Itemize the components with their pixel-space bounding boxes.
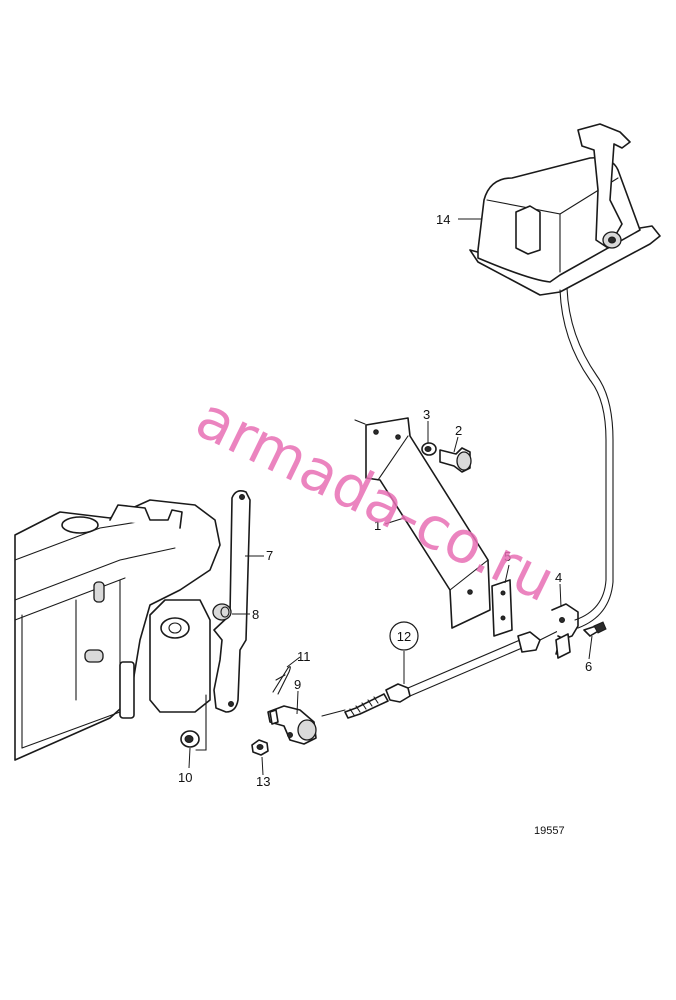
clamp-part-4 <box>551 603 579 659</box>
callout-2: 2 <box>455 423 462 438</box>
bracket-part-1 <box>354 417 491 629</box>
callout-labels: 1 2 3 4 5 6 7 8 9 10 11 12 13 14 <box>178 212 592 789</box>
callout-4: 4 <box>555 570 562 585</box>
callout-13: 13 <box>256 774 270 789</box>
callout-1: 1 <box>374 518 381 533</box>
bolt-part-2 <box>439 447 472 473</box>
callout-3: 3 <box>423 407 430 422</box>
screw-part-6 <box>583 621 607 637</box>
ball-joint-part-9 <box>267 705 317 745</box>
callout-12: 12 <box>397 629 411 644</box>
split-pin-part-11 <box>272 666 291 695</box>
figure-number: 19557 <box>534 825 565 837</box>
callout-5: 5 <box>504 549 511 564</box>
callout-11: 11 <box>297 649 311 664</box>
nut-part-13 <box>251 739 269 756</box>
engine-block <box>14 499 221 761</box>
washer-part-3 <box>421 442 437 456</box>
callout-14: 14 <box>436 212 450 227</box>
plate-part-5 <box>491 579 513 637</box>
control-housing-part-14 <box>469 123 661 629</box>
callout-12-circle <box>389 621 419 651</box>
callout-9: 9 <box>294 677 301 692</box>
lever-arm-part-7 <box>195 490 251 751</box>
bushing-part-8 <box>212 603 232 621</box>
control-cable-part-12 <box>321 629 561 719</box>
callout-10: 10 <box>178 770 192 785</box>
callout-leaders <box>188 218 593 776</box>
washer-part-10 <box>180 730 200 748</box>
callout-6: 6 <box>585 659 592 674</box>
callout-8: 8 <box>252 607 259 622</box>
callout-7: 7 <box>266 548 273 563</box>
